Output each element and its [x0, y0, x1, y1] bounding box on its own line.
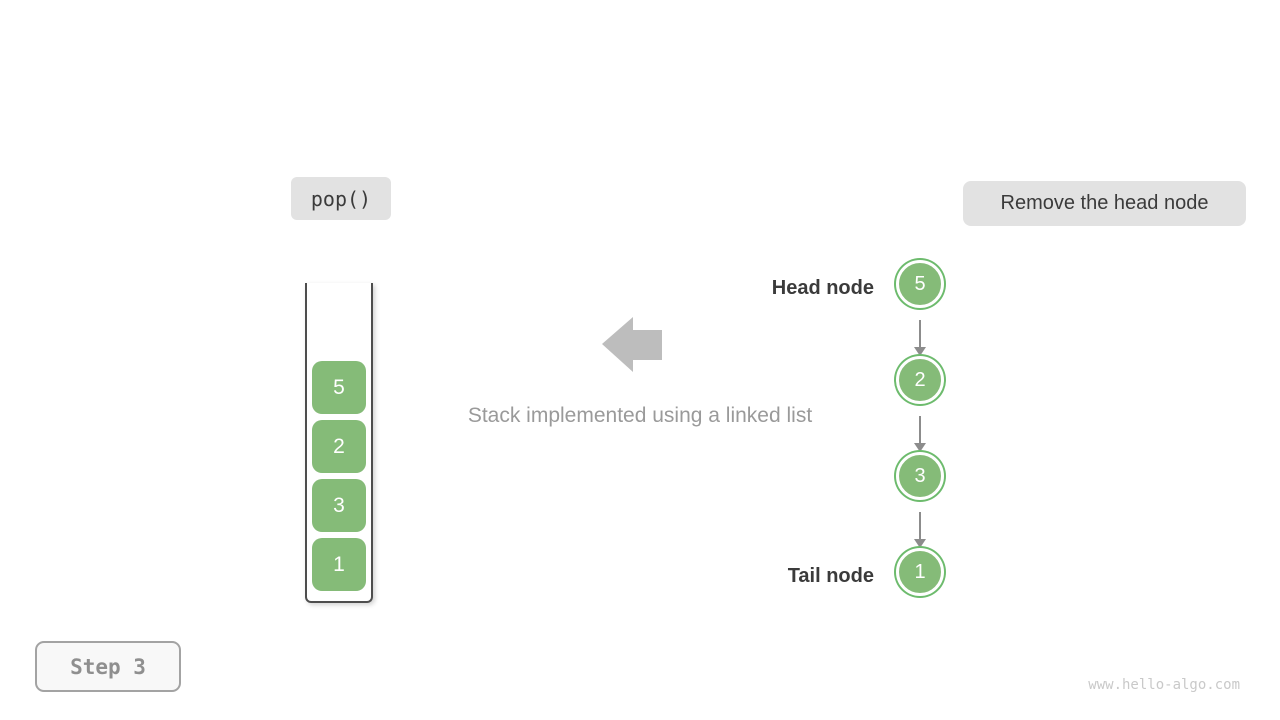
- arrow-head: [914, 443, 926, 452]
- linked-list-node: 1: [896, 548, 944, 596]
- stack-item: 3: [312, 479, 366, 532]
- arrow-head: [914, 347, 926, 356]
- linked-list-node: 5: [896, 260, 944, 308]
- arrow-line: [919, 512, 921, 540]
- stack-item: 2: [312, 420, 366, 473]
- stack-item: 1: [312, 538, 366, 591]
- step-indicator: Step 3: [35, 641, 181, 692]
- arrow-down-icon: [913, 512, 927, 548]
- head-node-label: Head node: [771, 277, 874, 299]
- arrow-down-icon: [913, 416, 927, 452]
- action-description-badge: Remove the head node: [963, 181, 1246, 226]
- arrow-head: [914, 539, 926, 548]
- arrow-down-icon: [913, 320, 927, 356]
- arrow-line: [919, 416, 921, 444]
- pop-operation-badge: pop(): [291, 177, 391, 220]
- diagram-caption: Stack implemented using a linked list: [467, 404, 813, 427]
- linked-list-node: 3: [896, 452, 944, 500]
- stack-container: 5 2 3 1: [305, 283, 373, 603]
- stack-item: 5: [312, 361, 366, 414]
- left-block-arrow-icon: [602, 317, 633, 372]
- linked-list-node: 2: [896, 356, 944, 404]
- tail-node-label: Tail node: [787, 565, 874, 587]
- watermark-text: www.hello-algo.com: [1088, 677, 1240, 693]
- arrow-line: [919, 320, 921, 348]
- left-block-arrow-tail: [632, 330, 662, 360]
